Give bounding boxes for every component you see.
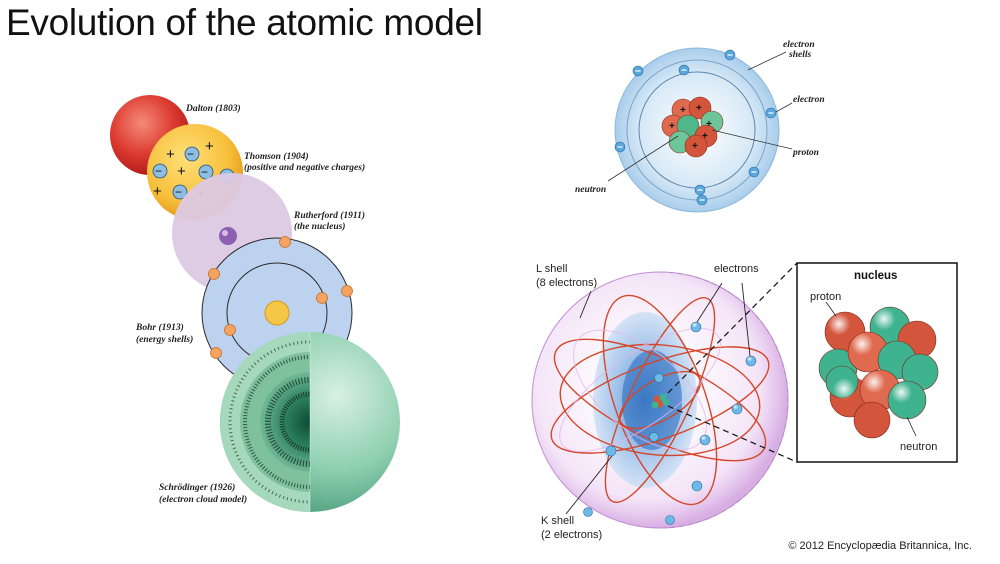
- plus-sign: +: [166, 146, 175, 163]
- plus-sign: +: [696, 103, 702, 114]
- proton-label: proton: [792, 148, 819, 158]
- k-shell-sublabel: (2 electrons): [541, 529, 602, 541]
- shell-atom-electrons: [614, 49, 777, 206]
- electron-shells-sublabel: shells: [788, 50, 811, 60]
- copyright-notice: © 2012 Encyclopædia Britannica, Inc.: [788, 540, 972, 552]
- neutron-label: neutron: [575, 185, 606, 195]
- plus-sign: +: [692, 141, 698, 152]
- l-shell-label: L shell: [536, 263, 567, 275]
- plus-sign: +: [706, 119, 712, 130]
- electron-label: electron: [793, 95, 825, 105]
- shell-atom-leaders: [607, 51, 793, 182]
- bohr-sublabel: (energy shells): [136, 334, 193, 345]
- mini-nucleus: [651, 393, 670, 409]
- minus-sign: −: [201, 165, 208, 179]
- orbital-atom-leaders: [565, 282, 751, 515]
- l-shell-sublabel: (8 electrons): [536, 277, 597, 289]
- nucleus-title: nucleus: [854, 270, 897, 282]
- plus-sign: +: [680, 105, 686, 116]
- electron-shells-label: electron: [783, 40, 815, 50]
- page-title: Evolution of the atomic model: [6, 2, 483, 43]
- plus-sign: +: [177, 163, 186, 180]
- electrons-label: electrons: [714, 263, 759, 275]
- inset-proton-label: proton: [810, 291, 841, 303]
- thomson-label: Thomson (1904): [244, 151, 309, 162]
- schrodinger-label: Schrödinger (1926): [159, 482, 235, 493]
- minus-sign: −: [187, 147, 194, 161]
- plus-sign: +: [669, 121, 675, 132]
- shell-atom: [614, 47, 780, 213]
- k-shell-label: K shell: [541, 515, 574, 527]
- schrodinger-sublabel: (electron cloud model): [159, 494, 247, 505]
- rutherford-sublabel: (the nucleus): [294, 221, 345, 232]
- minus-sign: −: [175, 185, 182, 199]
- proton-charges: + + + + + +: [669, 103, 712, 152]
- minus-sign: −: [155, 164, 162, 178]
- schrodinger-model: [220, 332, 400, 512]
- plus-sign: +: [702, 131, 708, 142]
- bohr-label: Bohr (1913): [135, 322, 184, 333]
- inset-neutron-label: neutron: [900, 441, 937, 453]
- plus-sign: +: [153, 183, 162, 200]
- plus-sign: +: [205, 138, 214, 155]
- orbital-atom: [531, 271, 789, 529]
- thomson-sublabel: (positive and negative charges): [244, 162, 365, 173]
- dalton-label: Dalton (1803): [185, 103, 241, 114]
- nucleus-inset: [796, 262, 958, 463]
- rutherford-label: Rutherford (1911): [293, 210, 365, 221]
- zoom-lines: [667, 262, 798, 463]
